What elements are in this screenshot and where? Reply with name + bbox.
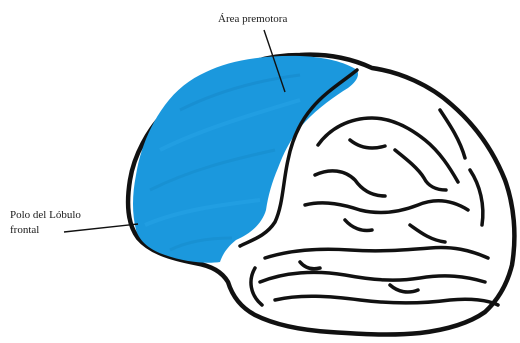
- label-frontal-pole-line2: frontal: [10, 224, 39, 236]
- label-frontal-pole-line1: Polo del Lóbulo: [10, 209, 81, 221]
- label-premotor-area: Área premotora: [218, 13, 287, 25]
